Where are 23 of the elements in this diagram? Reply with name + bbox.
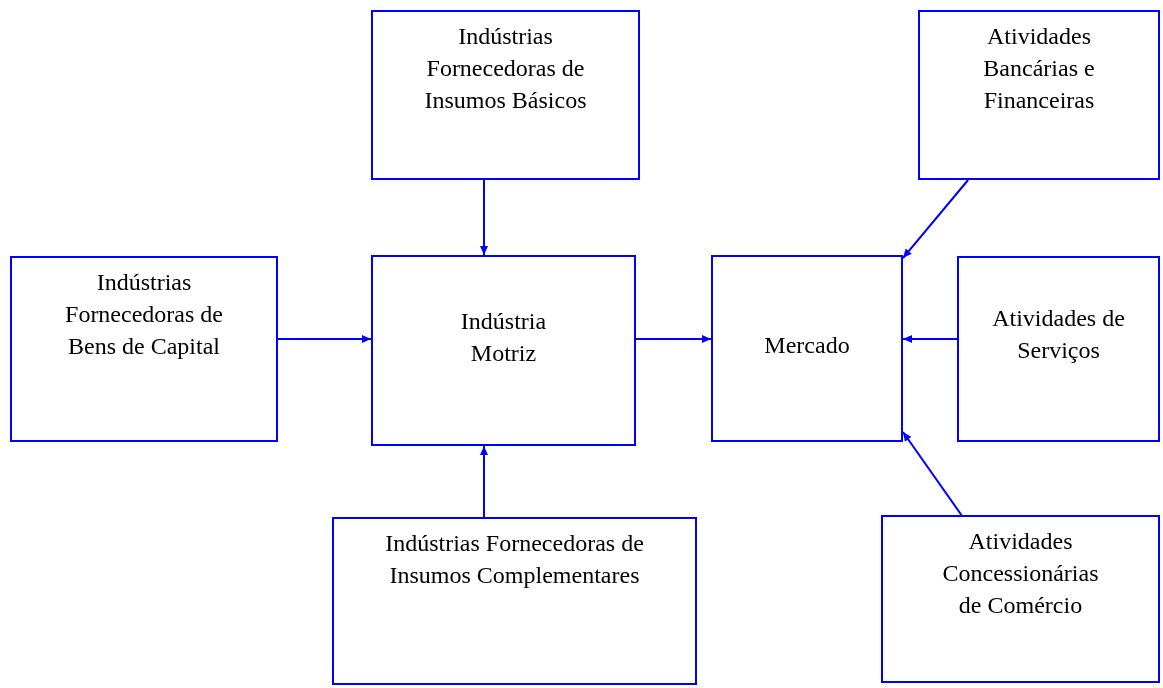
box-label: Atividades Concessionárias de Comércio	[941, 527, 1100, 620]
process-box	[371, 10, 640, 180]
process-box	[918, 10, 1160, 180]
box-label: Indústrias Fornecedoras de Insumos Complementares	[384, 529, 645, 590]
process-box	[10, 256, 278, 442]
arrow	[480, 445, 488, 518]
arrow	[902, 335, 958, 343]
box-label: Indústrias Fornecedoras de Insumos Básicos	[423, 22, 588, 115]
box-label: Indústria Motriz	[459, 307, 548, 368]
arrow	[635, 335, 712, 343]
box-label: Indústrias Fornecedoras de Bens de Capital	[64, 268, 224, 361]
process-box	[957, 256, 1160, 442]
arrow	[480, 179, 488, 256]
box-label: Mercado	[763, 331, 851, 360]
arrow	[902, 179, 970, 259]
box-label: Atividades de Serviços	[991, 304, 1126, 365]
process-box	[371, 255, 636, 446]
process-box	[711, 255, 903, 442]
arrow	[277, 335, 372, 343]
process-box	[881, 515, 1160, 683]
arrow	[902, 431, 963, 516]
box-label: Atividades Bancárias e Financeiras	[982, 22, 1096, 115]
process-box	[332, 517, 697, 685]
